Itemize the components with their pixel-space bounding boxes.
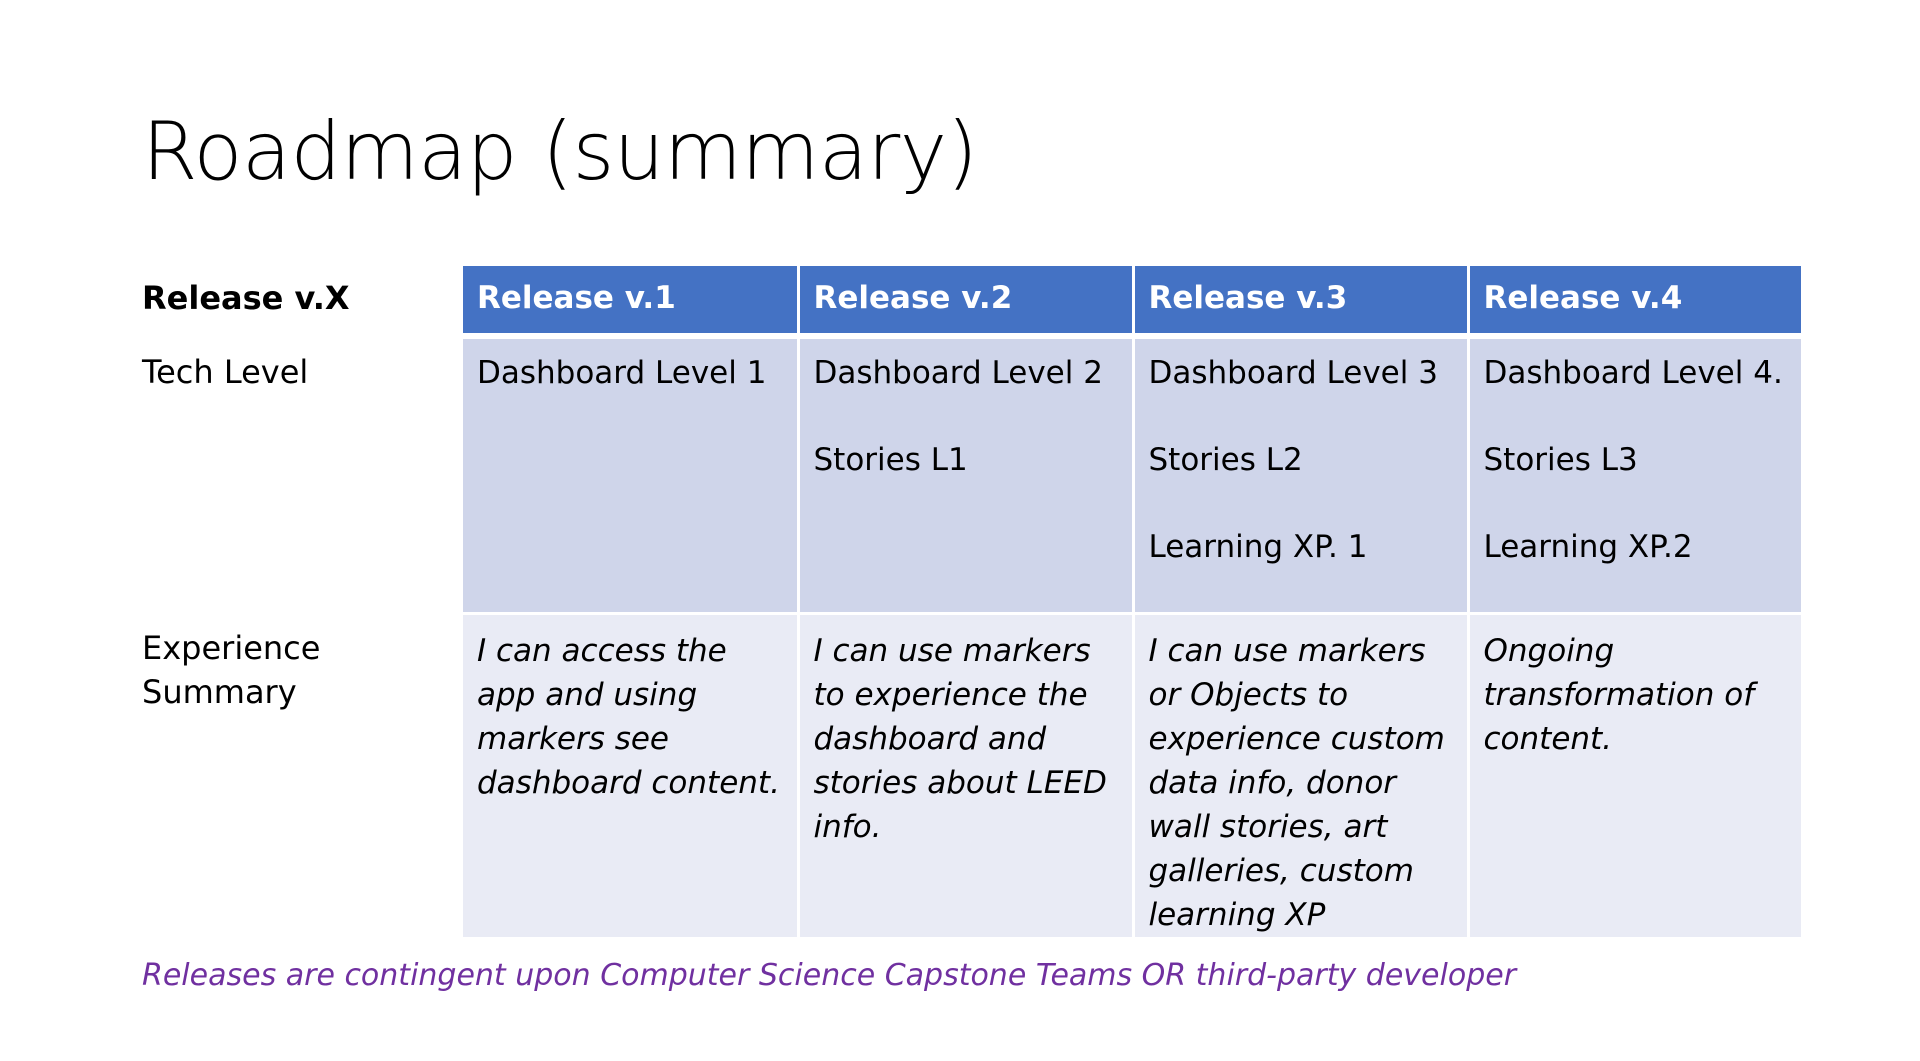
tech-item: Dashboard Level 1 <box>477 355 767 391</box>
row-label-tech-level: Tech Level <box>142 353 309 391</box>
footnote: Releases are contingent upon Computer Sc… <box>142 958 1517 993</box>
tech-item: Learning XP. 1 <box>1148 529 1368 565</box>
tech-item: Stories L1 <box>813 442 968 478</box>
release-header-v1: Release v.1 <box>463 266 800 339</box>
experience-cell-v3: I can use markers or Objects to experien… <box>1133 613 1470 937</box>
header-row: Release v.1 Release v.2 Release v.3 Rele… <box>463 266 1801 339</box>
experience-summary-row: I can access the app and using markers s… <box>463 613 1801 937</box>
experience-cell-v1: I can access the app and using markers s… <box>463 613 800 937</box>
tech-item: Stories L3 <box>1483 442 1638 478</box>
release-header-v2: Release v.2 <box>798 266 1135 339</box>
tech-cell-v4: Dashboard Level 4. Stories L3 Learning X… <box>1468 336 1801 615</box>
release-header-v3: Release v.3 <box>1133 266 1470 339</box>
tech-level-row: Dashboard Level 1 Dashboard Level 2 Stor… <box>463 336 1801 615</box>
tech-cell-v3: Dashboard Level 3 Stories L2 Learning XP… <box>1133 336 1470 615</box>
row-label-experience-summary: Experience Summary <box>142 629 321 711</box>
tech-item: Learning XP.2 <box>1483 529 1693 565</box>
tech-cell-v2: Dashboard Level 2 Stories L1 <box>798 336 1135 615</box>
release-header-v4: Release v.4 <box>1468 266 1801 339</box>
tech-item: Stories L2 <box>1148 442 1303 478</box>
roadmap-table: Release v.1 Release v.2 Release v.3 Rele… <box>463 266 1801 937</box>
tech-item: Dashboard Level 4. <box>1483 355 1783 391</box>
tech-item: Dashboard Level 2 <box>813 355 1103 391</box>
experience-cell-v2: I can use markers to experience the dash… <box>798 613 1135 937</box>
tech-cell-v1: Dashboard Level 1 <box>463 336 800 615</box>
row-label-release: Release v.X <box>142 279 350 317</box>
experience-cell-v4: Ongoing transformation of content. <box>1468 613 1801 937</box>
tech-item: Dashboard Level 3 <box>1148 355 1438 391</box>
slide-title: Roadmap (summary) <box>142 105 978 198</box>
